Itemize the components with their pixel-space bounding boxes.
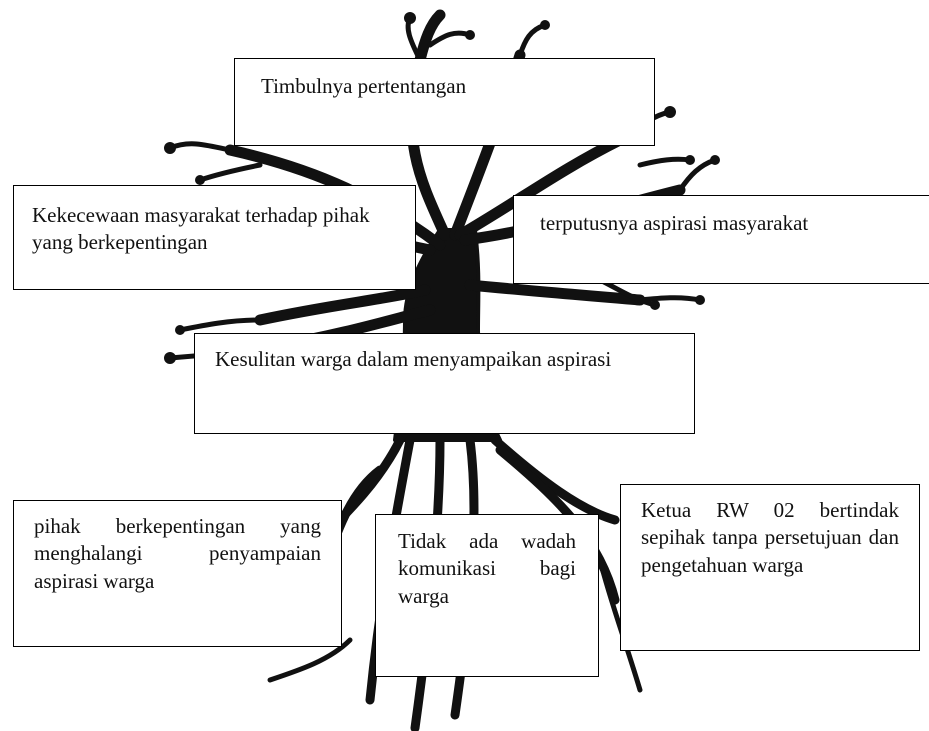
cause-box-pihak-berkepentingan: pihak berkepentingan yang menghalangi pe… — [13, 500, 342, 647]
box-text: Timbulnya pertentangan — [261, 73, 628, 100]
box-text: Ketua RW 02 bertindak sepihak tanpa pers… — [641, 497, 899, 579]
cause-box-ketua-rw: Ketua RW 02 bertindak sepihak tanpa pers… — [620, 484, 920, 651]
effect-box-terputusnya-aspirasi: terputusnya aspirasi masyarakat — [513, 195, 929, 284]
box-text: Kekecewaan masyarakat terhadap pihak yan… — [32, 202, 397, 257]
box-text: pihak berkepentingan yang menghalangi pe… — [34, 513, 321, 595]
box-text: terputusnya aspirasi masyarakat — [540, 210, 906, 237]
core-problem-box: Kesulitan warga dalam menyampaikan aspir… — [194, 333, 695, 434]
effect-box-kekecewaan-masyarakat: Kekecewaan masyarakat terhadap pihak yan… — [13, 185, 416, 290]
cause-box-tidak-ada-wadah: Tidak ada wadah komunikasi bagi warga — [375, 514, 599, 677]
effect-box-timbulnya-pertentangan: Timbulnya pertentangan — [234, 58, 655, 146]
box-text: Kesulitan warga dalam menyampaikan aspir… — [215, 346, 674, 373]
box-text: Tidak ada wadah komunikasi bagi warga — [398, 528, 576, 610]
